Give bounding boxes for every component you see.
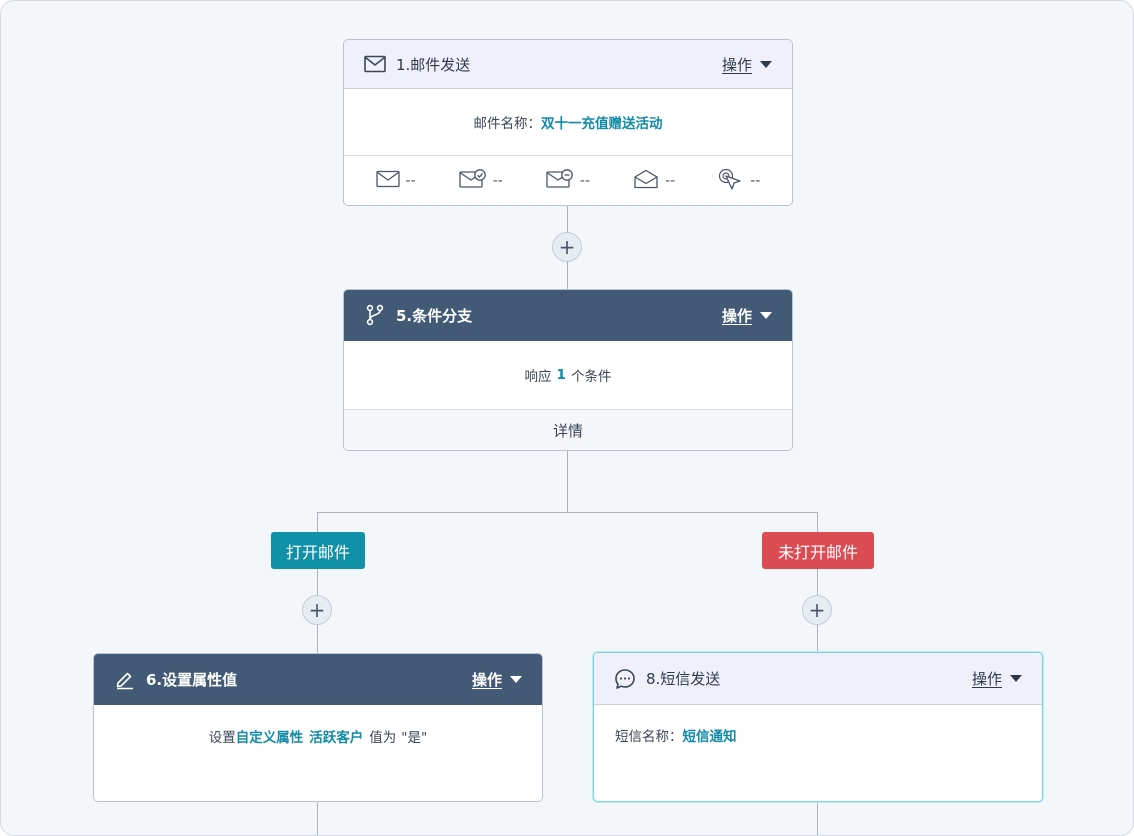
mail-sent-icon [375, 170, 400, 192]
condition-desc-suffix: 个条件 [570, 369, 612, 385]
caret-down-icon [760, 60, 772, 68]
connector-line [817, 512, 818, 654]
connector-line [317, 801, 318, 835]
connector-line [817, 801, 818, 835]
set-attribute-op-menu[interactable]: 操作 [472, 669, 522, 690]
set-attribute-header: 6.设置属性值 操作 [94, 654, 542, 705]
stat-sent-value: -- [405, 173, 416, 189]
stat-bounced[interactable]: -- [546, 169, 590, 193]
stat-opened[interactable]: -- [633, 169, 675, 193]
condition-branch-body: 响应 1 个条件 [344, 341, 792, 410]
stat-clicked-value: -- [750, 173, 761, 189]
set-attribute-title: 6.设置属性值 [146, 670, 238, 689]
branch-tag-opened[interactable]: 打开邮件 [271, 532, 365, 569]
sms-send-body: 短信名称： 短信通知 [594, 705, 1042, 765]
add-step-button[interactable]: + [552, 232, 582, 262]
add-step-button-right[interactable]: + [802, 595, 832, 625]
sms-send-op-menu[interactable]: 操作 [972, 668, 1022, 689]
condition-detail-button[interactable]: 详情 [344, 410, 792, 450]
email-send-header: 1.邮件发送 操作 [344, 40, 792, 89]
email-name-label: 邮件名称： [473, 116, 542, 132]
email-send-op-menu[interactable]: 操作 [722, 54, 772, 75]
attr-desc-mid: 值为 [369, 730, 397, 746]
email-send-node[interactable]: 1.邮件发送 操作 邮件名称： 双十一充值赠送活动 -- -- [343, 39, 793, 206]
connector-line [317, 512, 818, 513]
mail-clicked-icon [718, 168, 744, 194]
email-stats-bar: -- -- -- -- -- [344, 156, 792, 205]
mail-opened-icon [633, 169, 659, 193]
condition-desc-prefix: 响应 [524, 369, 552, 385]
email-name-value[interactable]: 双十一充值赠送活动 [541, 116, 663, 132]
stat-delivered[interactable]: -- [459, 169, 503, 193]
mail-delivered-icon [459, 169, 487, 193]
condition-branch-op-menu[interactable]: 操作 [722, 305, 772, 326]
sms-send-title: 8.短信发送 [646, 670, 721, 688]
email-send-body: 邮件名称： 双十一充值赠送活动 [344, 89, 792, 156]
edit-icon [114, 668, 136, 690]
stat-sent[interactable]: -- [375, 170, 416, 192]
branch-tag-opened-label: 打开邮件 [285, 542, 350, 562]
condition-count: 1 [556, 367, 566, 383]
stat-bounced-value: -- [579, 173, 591, 189]
chat-bubble-icon [614, 668, 636, 690]
op-label: 操作 [471, 670, 502, 689]
op-label: 操作 [971, 670, 1002, 688]
add-step-button-left[interactable]: + [302, 595, 332, 625]
caret-down-icon [1010, 675, 1022, 682]
set-attribute-body: 设置 自定义属性 活跃客户 值为 "是" [94, 705, 542, 767]
sms-name-label: 短信名称： [615, 729, 683, 745]
mail-icon [364, 53, 386, 75]
stat-clicked[interactable]: -- [718, 168, 760, 194]
sms-name-value[interactable]: 短信通知 [682, 729, 737, 745]
caret-down-icon [510, 675, 522, 683]
condition-detail-label: 详情 [552, 422, 583, 440]
set-attribute-node[interactable]: 6.设置属性值 操作 设置 自定义属性 活跃客户 值为 "是" [93, 653, 543, 802]
connector-line [567, 450, 568, 513]
op-label: 操作 [721, 55, 752, 74]
op-label: 操作 [721, 306, 752, 325]
attr-desc-prefix: 设置 [208, 730, 236, 746]
condition-branch-node[interactable]: 5.条件分支 操作 响应 1 个条件 详情 [343, 289, 793, 451]
mail-bounced-icon [546, 169, 574, 193]
sms-send-node[interactable]: 8.短信发送 操作 短信名称： 短信通知 [593, 652, 1043, 802]
branch-tag-not-opened[interactable]: 未打开邮件 [762, 532, 874, 569]
condition-branch-title: 5.条件分支 [396, 306, 473, 325]
attr-desc-value: "是" [401, 730, 428, 746]
branch-tag-not-opened-label: 未打开邮件 [777, 542, 858, 562]
attr-value[interactable]: 活跃客户 [309, 730, 364, 746]
condition-branch-header: 5.条件分支 操作 [344, 290, 792, 341]
connector-line [317, 512, 318, 654]
email-send-title: 1.邮件发送 [396, 55, 471, 74]
sms-send-header: 8.短信发送 操作 [594, 653, 1042, 705]
stat-delivered-value: -- [492, 173, 503, 189]
attr-name[interactable]: 自定义属性 [235, 730, 304, 746]
branch-icon [364, 304, 386, 326]
stat-opened-value: -- [665, 173, 676, 189]
caret-down-icon [760, 311, 772, 319]
